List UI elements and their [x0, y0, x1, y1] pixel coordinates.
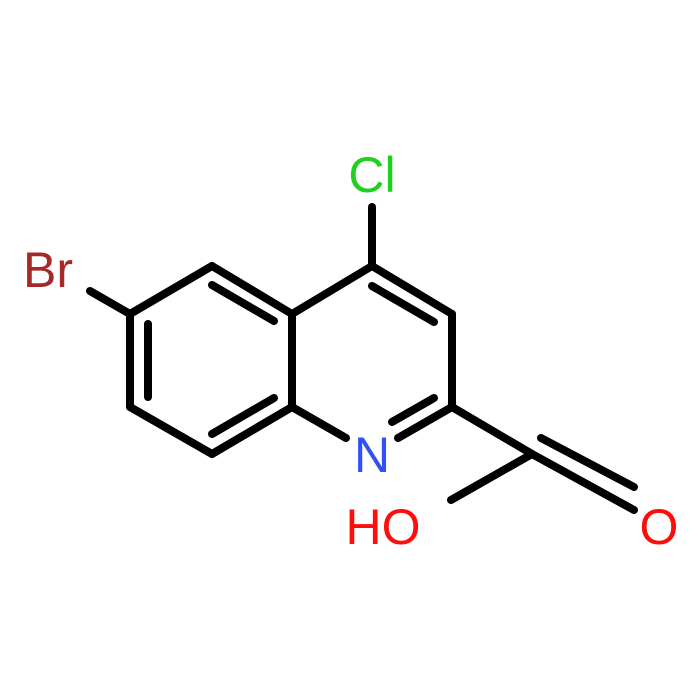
- bond-c8-c8a-inner: [208, 394, 278, 438]
- bond-c5-c4a-inner: [208, 281, 278, 325]
- atom-label-o: O: [640, 499, 679, 555]
- atom-labels: Cl Br N HO O: [23, 147, 678, 555]
- bond-n1-c8a: [288, 403, 350, 442]
- atom-label-br: Br: [23, 242, 73, 298]
- bond-ccooh-o-a: [528, 450, 638, 514]
- bond-c2-n1-inner: [388, 394, 438, 426]
- atom-label-cl: Cl: [348, 147, 395, 203]
- bond-c2-n1: [394, 403, 456, 442]
- bond-c4-c3-inner: [368, 282, 438, 326]
- bond-c5-c6: [126, 262, 216, 318]
- atom-label-ho: HO: [346, 499, 421, 555]
- bond-c7-c8: [126, 403, 216, 458]
- bond-c6-br: [86, 287, 134, 318]
- bond-c8-c8a: [208, 403, 296, 458]
- bond-lines: [86, 203, 638, 514]
- atom-label-n: N: [354, 427, 390, 483]
- bond-c4-c3: [368, 262, 456, 318]
- bond-c2-ccooh: [448, 403, 536, 458]
- bond-c4a-c5: [208, 262, 296, 318]
- bond-ccooh-o-b: [537, 434, 638, 491]
- bond-ccooh-oh: [447, 450, 536, 504]
- bond-c4a-c4: [288, 262, 376, 318]
